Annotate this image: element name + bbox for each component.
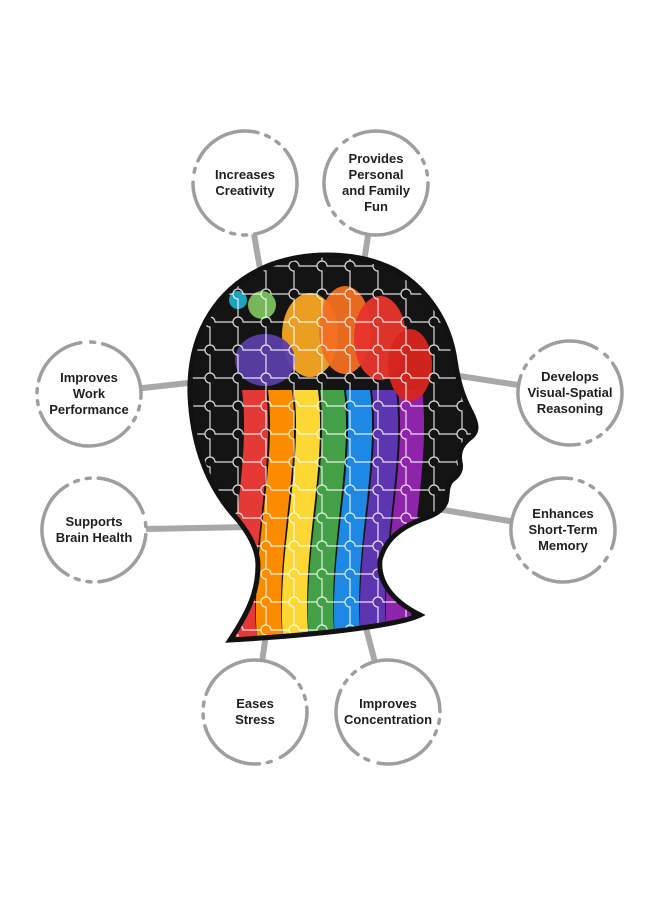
bubble-fill-creativity	[193, 131, 297, 235]
bubble-ring-creativity	[191, 129, 299, 237]
benefit-label: Increases Creativity	[215, 167, 275, 198]
bubble-fill-fun	[324, 131, 428, 235]
connector-brain	[145, 524, 249, 532]
benefit-bubble-fun: Provides Personal and Family Fun	[321, 128, 431, 238]
bubble-rings	[35, 129, 624, 766]
benefit-label: Eases Stress	[235, 696, 275, 727]
benefit-bubble-concentration: Improves Concentration	[333, 657, 443, 767]
bubble-ring-concentration	[334, 658, 442, 766]
benefit-label: Develops Visual-Spatial Reasoning	[527, 369, 613, 416]
bubble-ring-brain	[40, 476, 148, 584]
benefit-bubble-creativity: Increases Creativity	[190, 128, 300, 238]
connector-memory	[431, 505, 513, 525]
bubble-ring-stress	[201, 658, 309, 766]
benefit-label: Improves Concentration	[343, 696, 433, 727]
benefit-label: Provides Personal and Family Fun	[342, 151, 410, 214]
benefit-bubble-spatial: Develops Visual-Spatial Reasoning	[515, 338, 625, 448]
bubble-ring-memory	[509, 476, 617, 584]
benefit-bubble-stress: Eases Stress	[200, 657, 310, 767]
benefit-label: Supports Brain Health	[55, 514, 133, 545]
bubble-fill-stress	[203, 660, 307, 764]
head-artwork	[189, 254, 476, 640]
benefit-label: Enhances Short-Term Memory	[528, 506, 598, 553]
benefit-bubble-brain: Supports Brain Health	[39, 475, 149, 585]
bubble-fill-brain	[42, 478, 146, 582]
benefit-label: Improves Work Performance	[49, 370, 129, 417]
bubble-fill-work	[37, 342, 141, 446]
benefit-bubble-memory: Enhances Short-Term Memory	[508, 475, 618, 585]
bubble-fill-spatial	[518, 341, 622, 445]
bubble-ring-fun	[322, 129, 430, 237]
benefit-bubble-work: Improves Work Performance	[34, 339, 144, 449]
bubble-fill-memory	[511, 478, 615, 582]
bubble-fill-concentration	[336, 660, 440, 764]
bubble-ring-work	[35, 340, 143, 448]
bubble-ring-spatial	[516, 339, 624, 447]
connector-lines	[140, 233, 520, 663]
